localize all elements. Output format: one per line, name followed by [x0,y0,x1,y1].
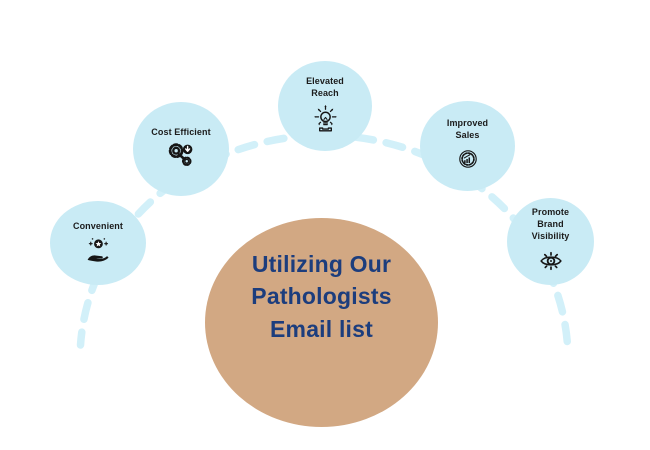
coin-with-growth-chart-icon [458,150,477,168]
node-label: Convenient [72,220,123,231]
node-improved-sales: Improved Sales [420,101,515,191]
node-promote-brand-visibility: Promote Brand Visibility [507,198,594,285]
lightbulb-radiating-arrows-icon [313,104,337,132]
node-elevated-reach: Elevated Reach [278,61,372,151]
node-label: Elevated Reach [306,76,344,98]
eye-with-rays-icon [539,251,562,270]
hand-presenting-star-badge-icon [87,238,109,262]
page-title: Utilizing Our Pathologists Email list [251,251,392,342]
node-cost-efficient: Cost Efficient [133,102,229,196]
node-label: Improved Sales [446,117,489,140]
node-convenient: Convenient [50,201,146,285]
node-label: Promote Brand Visibility [531,207,570,241]
node-label: Cost Efficient [151,126,211,137]
center-circle: Utilizing Our Pathologists Email list [205,218,438,427]
gears-with-down-arrow-icon [168,143,193,167]
